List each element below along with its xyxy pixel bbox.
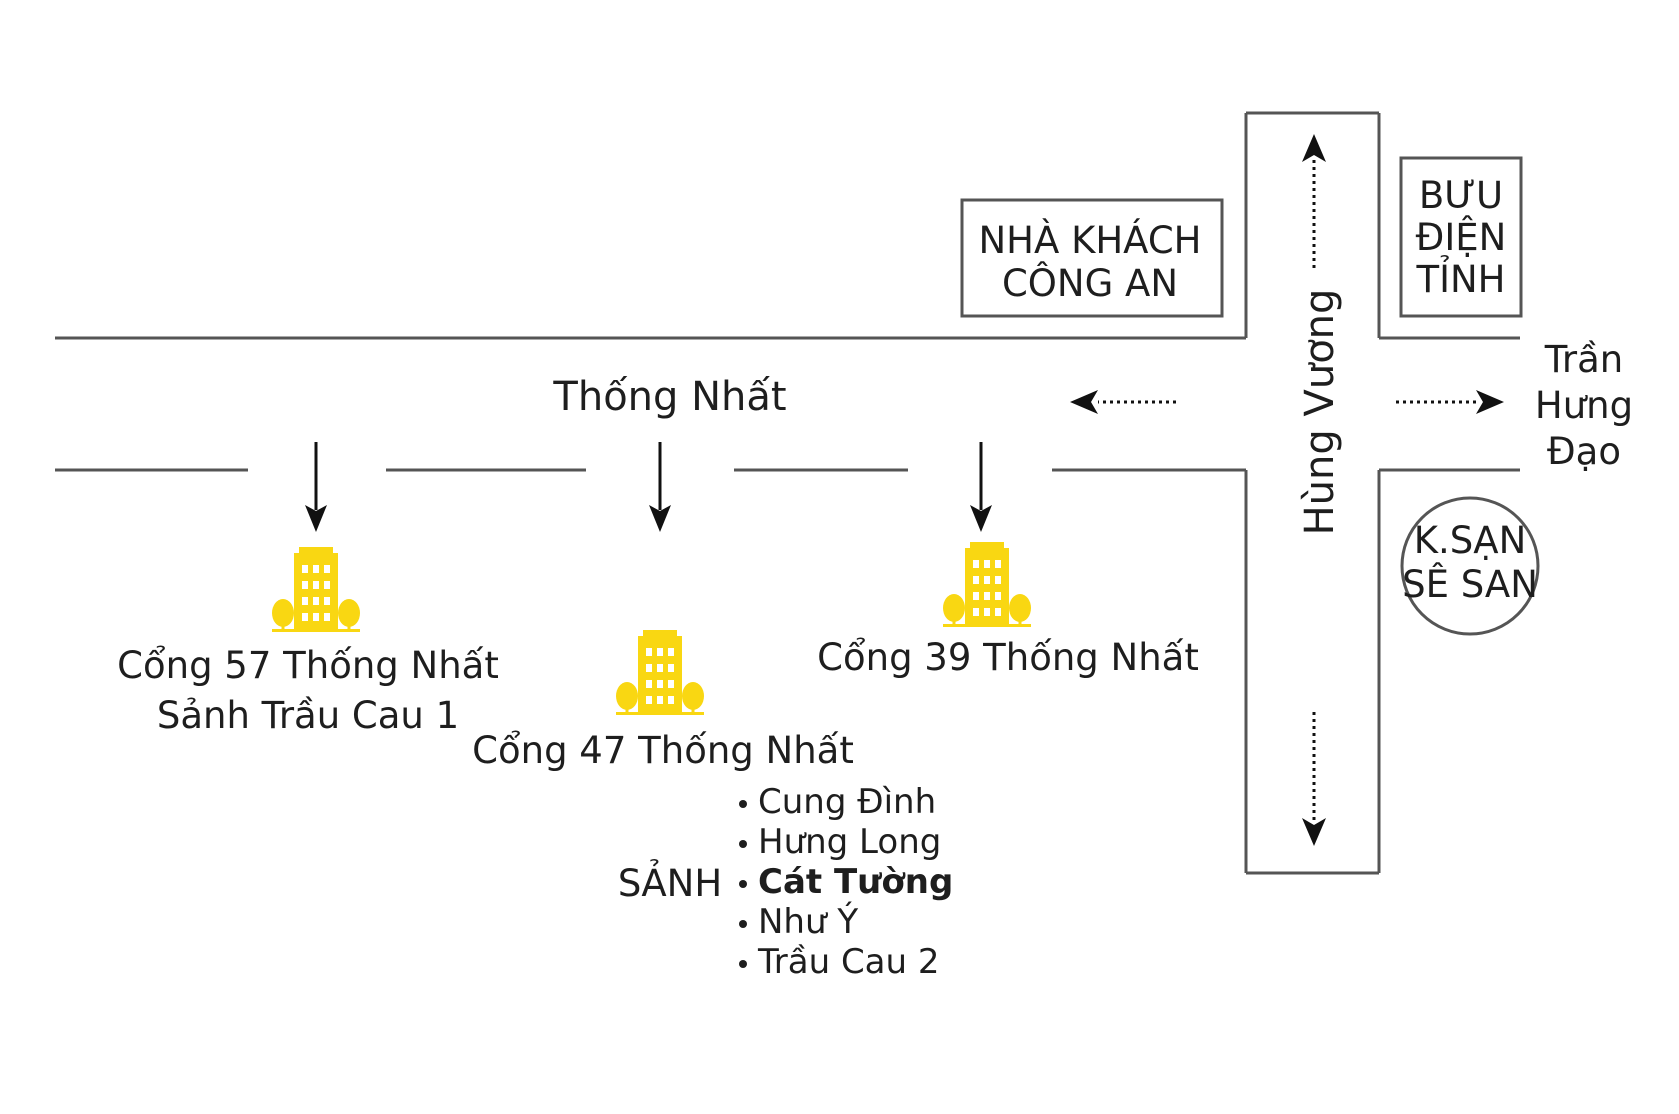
svg-text:ĐIỆN: ĐIỆN bbox=[1416, 215, 1507, 259]
svg-text:Cung Đình: Cung Đình bbox=[758, 782, 936, 822]
hall-heading: SẢNH bbox=[618, 859, 722, 905]
svg-text:Cổng 57 Thống Nhất: Cổng 57 Thống Nhất bbox=[117, 644, 499, 687]
building-icon bbox=[616, 630, 704, 715]
svg-text:Hưng Long: Hưng Long bbox=[758, 822, 941, 862]
svg-text:K.SẠN: K.SẠN bbox=[1414, 519, 1527, 562]
svg-text:Cát Tường: Cát Tường bbox=[758, 862, 953, 902]
hall-list: Cung Đình Hưng Long Cát Tường Như Ý Trầu… bbox=[739, 782, 953, 982]
landmark-buu-dien-tinh: BƯU ĐIỆN TỈNH bbox=[1399, 156, 1523, 318]
svg-text:NHÀ KHÁCH: NHÀ KHÁCH bbox=[979, 218, 1202, 262]
svg-text:TỈNH: TỈNH bbox=[1415, 255, 1505, 301]
svg-text:Như Ý: Như Ý bbox=[758, 901, 858, 942]
landmark-khach-san-se-san: K.SẠN SÊ SAN bbox=[1400, 496, 1540, 636]
dotted-arrow-down-icon bbox=[1302, 712, 1326, 846]
hall-item: Cung Đình bbox=[739, 782, 936, 822]
dotted-arrow-left-icon bbox=[1070, 390, 1176, 414]
svg-text:Trần: Trần bbox=[1544, 338, 1624, 381]
svg-text:BƯU: BƯU bbox=[1419, 174, 1503, 217]
hall-item: Như Ý bbox=[739, 901, 858, 942]
street-label-hung-vuong: Hùng Vương bbox=[1297, 289, 1343, 536]
svg-text:SÊ SAN: SÊ SAN bbox=[1402, 562, 1538, 606]
building-icon bbox=[272, 547, 360, 632]
svg-text:CÔNG AN: CÔNG AN bbox=[1002, 261, 1178, 305]
arrow-down-icon bbox=[649, 442, 671, 532]
arrow-down-icon bbox=[305, 442, 327, 532]
svg-text:Sảnh Trầu Cau 1: Sảnh Trầu Cau 1 bbox=[157, 694, 459, 737]
road-hung-vuong bbox=[1244, 111, 1381, 875]
svg-text:Hưng: Hưng bbox=[1535, 384, 1633, 427]
svg-text:Đạo: Đạo bbox=[1547, 430, 1621, 473]
hall-item: Trầu Cau 2 bbox=[739, 942, 940, 982]
hall-item: Hưng Long bbox=[739, 822, 941, 862]
gate-47-label: Cổng 47 Thống Nhất bbox=[472, 729, 854, 772]
gate-57-label: Cổng 57 Thống Nhất Sảnh Trầu Cau 1 bbox=[117, 644, 499, 737]
street-label-tran-hung-dao: Trần Hưng Đạo bbox=[1535, 338, 1633, 473]
gate-39-label: Cổng 39 Thống Nhất bbox=[817, 636, 1199, 679]
road-thong-nhat bbox=[55, 336, 1246, 472]
hall-item-highlighted: Cát Tường bbox=[739, 862, 953, 902]
building-icon bbox=[943, 542, 1031, 627]
svg-text:Trầu Cau 2: Trầu Cau 2 bbox=[757, 942, 940, 982]
street-label-thong-nhat: Thống Nhất bbox=[552, 374, 786, 420]
dotted-arrow-right-icon bbox=[1396, 390, 1504, 414]
landmark-nha-khach-cong-an: NHÀ KHÁCH CÔNG AN bbox=[960, 198, 1224, 318]
arrow-down-icon bbox=[970, 442, 992, 532]
dotted-arrow-up-icon bbox=[1302, 134, 1326, 268]
road-tran-hung-dao bbox=[1379, 336, 1520, 472]
